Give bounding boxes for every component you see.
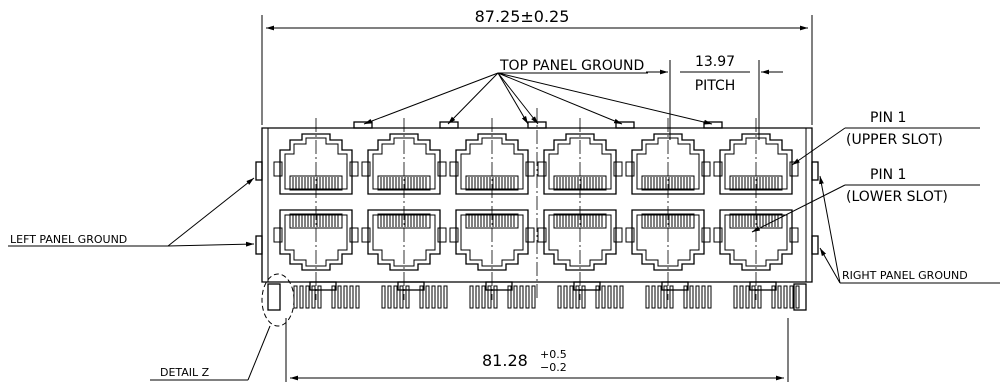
detail-z-callout: DETAIL Z	[150, 273, 295, 381]
rj45-port	[361, 133, 447, 195]
pitch-label: PITCH	[695, 78, 736, 94]
overall-width-dimension: 87.25±0.25	[261, 7, 813, 125]
pin1-upper-callout: PIN 1 (UPPER SLOT)	[791, 110, 980, 166]
right-panel-ground-label: RIGHT PANEL GROUND	[842, 269, 968, 282]
rj45-port	[713, 209, 799, 271]
rj45-port	[273, 133, 359, 195]
top-panel-ground-label: TOP PANEL GROUND	[499, 58, 644, 74]
pin1-upper-line2: (UPPER SLOT)	[846, 132, 943, 148]
right-panel-ground-callout: RIGHT PANEL GROUND	[819, 175, 1000, 284]
rj45-port	[625, 209, 711, 271]
top-panel-ground-callout: TOP PANEL GROUND	[363, 58, 713, 125]
left-panel-ground-label: LEFT PANEL GROUND	[10, 233, 127, 246]
pin1-lower-line2: (LOWER SLOT)	[846, 189, 948, 205]
pin-group	[293, 281, 360, 309]
detail-z-label: DETAIL Z	[160, 366, 210, 379]
rj45-port	[449, 133, 535, 195]
pin1-upper-line1: PIN 1	[870, 110, 906, 126]
bottom-tolerance-plus: +0.5	[540, 348, 567, 361]
pitch-value: 13.97	[695, 54, 735, 70]
rj45-port	[537, 209, 623, 271]
connector-body	[255, 108, 819, 311]
pin1-lower-line1: PIN 1	[870, 167, 906, 183]
bottom-dimension: 81.28 +0.5 −0.2	[285, 318, 789, 382]
rj45-port	[449, 209, 535, 271]
rj45-port	[537, 133, 623, 195]
rj45-port	[625, 133, 711, 195]
rj45-port	[361, 209, 447, 271]
pin-group	[469, 281, 536, 309]
bottom-dimension-value: 81.28	[482, 351, 528, 370]
board-lock-peg	[267, 283, 281, 311]
overall-width-label: 87.25±0.25	[475, 7, 570, 26]
rj45-port	[713, 133, 799, 195]
pitch-dimension: 13.97 PITCH	[646, 54, 783, 140]
pin-group	[733, 281, 800, 309]
rj45-port	[273, 209, 359, 271]
pin1-lower-callout: PIN 1 (LOWER SLOT)	[751, 167, 980, 233]
pin-group	[645, 281, 712, 309]
pin-group	[381, 281, 448, 309]
board-lock-peg	[793, 283, 807, 311]
pin-group	[557, 281, 624, 309]
bottom-tolerance-minus: −0.2	[540, 361, 567, 374]
left-panel-ground-callout: LEFT PANEL GROUND	[8, 177, 255, 247]
